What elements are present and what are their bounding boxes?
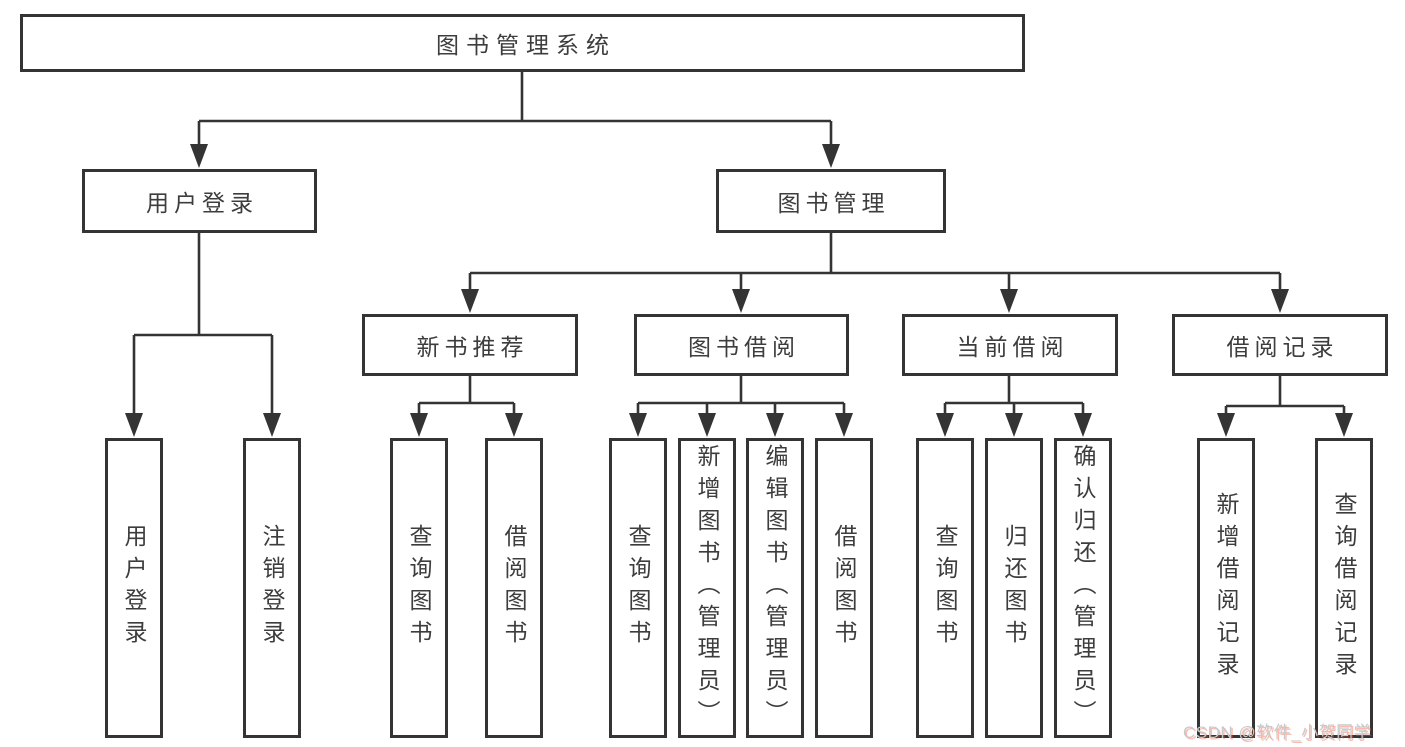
leaf-borrow-books-1: 借阅图书 bbox=[485, 438, 543, 738]
leaf-add-books-admin-label: 新增图书（管理员） bbox=[694, 444, 720, 732]
node-new-book-recommend-label: 新书推荐 bbox=[416, 334, 529, 360]
leaf-borrow-books-2: 借阅图书 bbox=[815, 438, 873, 738]
leaf-confirm-return-admin-label: 确认归还（管理员） bbox=[1070, 444, 1096, 732]
node-user-login-label: 用户登录 bbox=[146, 190, 258, 216]
leaf-confirm-return-admin: 确认归还（管理员） bbox=[1054, 438, 1112, 738]
leaf-query-borrow-record-label: 查询借阅记录 bbox=[1331, 492, 1357, 684]
leaf-query-books-3-label: 查询图书 bbox=[932, 524, 958, 652]
leaf-query-books-1-label: 查询图书 bbox=[406, 524, 432, 652]
leaf-borrow-books-1-label: 借阅图书 bbox=[501, 524, 527, 652]
leaf-query-books-1: 查询图书 bbox=[390, 438, 448, 738]
leaf-logout-label: 注销登录 bbox=[259, 524, 285, 652]
node-user-login: 用户登录 bbox=[82, 169, 317, 233]
leaf-add-books-admin: 新增图书（管理员） bbox=[678, 438, 736, 738]
leaf-user-login-label: 用户登录 bbox=[121, 524, 147, 652]
node-book-borrow-label: 图书借阅 bbox=[688, 334, 800, 360]
node-current-borrow-label: 当前借阅 bbox=[956, 334, 1069, 360]
node-book-management: 图书管理 bbox=[716, 169, 946, 233]
leaf-return-books-label: 归还图书 bbox=[1001, 524, 1027, 652]
leaf-return-books: 归还图书 bbox=[985, 438, 1043, 738]
leaf-edit-books-admin: 编辑图书（管理员） bbox=[746, 438, 804, 738]
leaf-user-login: 用户登录 bbox=[105, 438, 163, 738]
node-root-label: 图书管理系统 bbox=[436, 32, 616, 58]
leaf-add-borrow-record-label: 新增借阅记录 bbox=[1213, 492, 1239, 684]
csdn-watermark: CSDN @软件_小贺同学 bbox=[1183, 723, 1372, 742]
leaf-borrow-books-2-label: 借阅图书 bbox=[831, 524, 857, 652]
leaf-edit-books-admin-label: 编辑图书（管理员） bbox=[762, 444, 788, 732]
leaf-query-books-3: 查询图书 bbox=[916, 438, 974, 738]
leaf-query-borrow-record: 查询借阅记录 bbox=[1315, 438, 1373, 738]
leaf-logout: 注销登录 bbox=[243, 438, 301, 738]
node-book-borrow: 图书借阅 bbox=[634, 314, 849, 376]
node-current-borrow: 当前借阅 bbox=[902, 314, 1118, 376]
node-root-system: 图书管理系统 bbox=[20, 14, 1025, 72]
node-book-management-label: 图书管理 bbox=[777, 190, 890, 216]
leaf-add-borrow-record: 新增借阅记录 bbox=[1197, 438, 1255, 738]
node-borrow-records: 借阅记录 bbox=[1172, 314, 1388, 376]
leaf-query-books-2-label: 查询图书 bbox=[625, 524, 651, 652]
leaf-query-books-2: 查询图书 bbox=[609, 438, 667, 738]
node-borrow-records-label: 借阅记录 bbox=[1226, 334, 1339, 360]
node-new-book-recommend: 新书推荐 bbox=[362, 314, 578, 376]
